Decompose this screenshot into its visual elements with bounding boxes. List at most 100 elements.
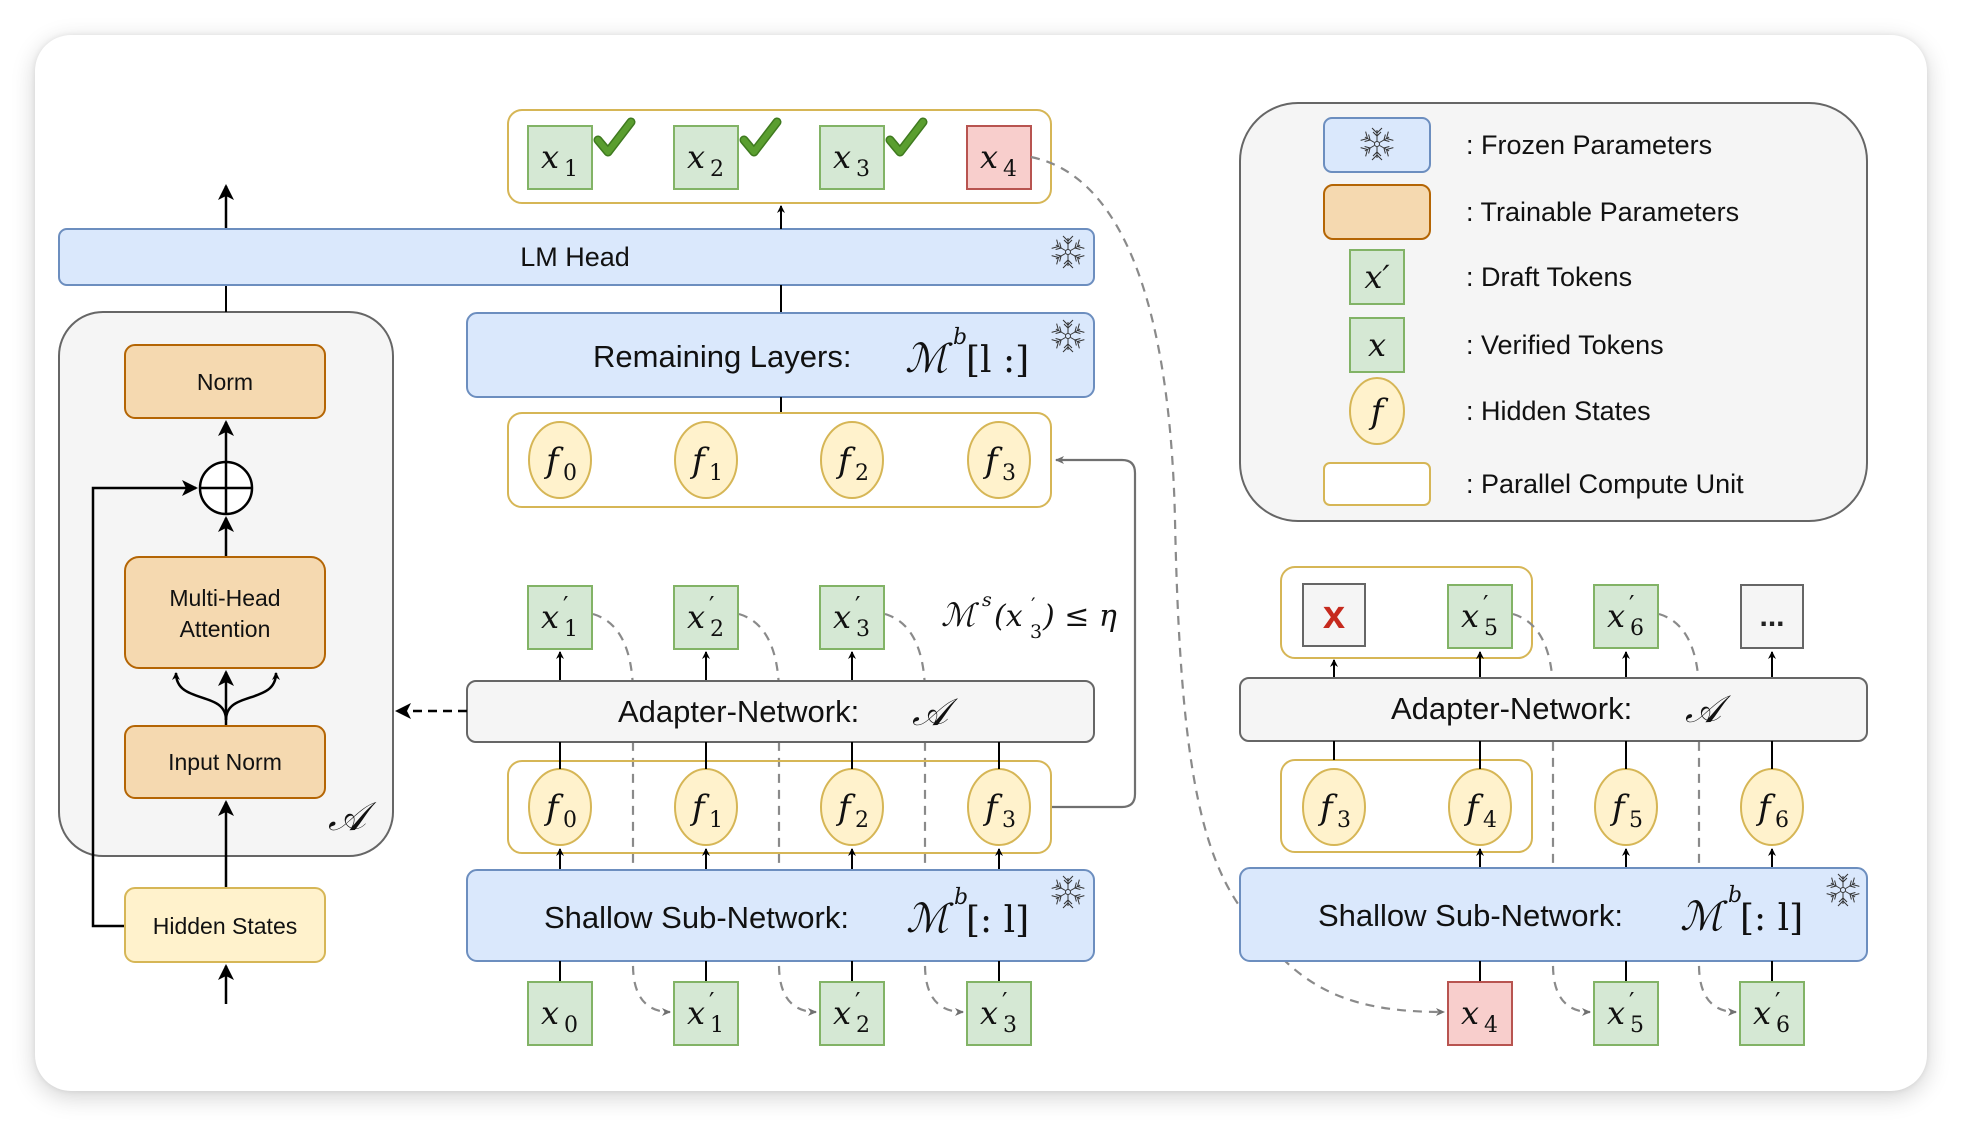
legend-label: : Hidden States xyxy=(1466,396,1651,426)
legend-item: x′: Draft Tokens xyxy=(1349,249,1632,305)
svg-text:′: ′ xyxy=(1031,593,1036,617)
rejected-slot: x xyxy=(1302,583,1366,647)
svg-text:b: b xyxy=(1728,883,1742,908)
token-subscript: 2 xyxy=(710,617,724,642)
draft-token: x′3 xyxy=(819,585,885,650)
legend-item: : Trainable Parameters xyxy=(1323,184,1739,240)
token-subscript: 2 xyxy=(856,1013,870,1038)
mha-label-2: Attention xyxy=(180,616,271,642)
draft-input-token: x′6 xyxy=(1739,981,1805,1046)
svg-text:1: 1 xyxy=(709,808,723,833)
svg-text:3: 3 xyxy=(1030,621,1042,643)
svg-text:(x: (x xyxy=(994,599,1023,634)
token-subscript: 1 xyxy=(564,617,578,642)
token-symbol: x xyxy=(980,994,998,1032)
svg-text:[l :]: [l :] xyxy=(966,340,1029,381)
checkmark-icon xyxy=(593,117,636,157)
legend-label: : Parallel Compute Unit xyxy=(1466,469,1744,499)
rejected-token-resample-path xyxy=(1030,155,1445,1016)
svg-text:5: 5 xyxy=(1629,808,1643,833)
legend-label: : Verified Tokens xyxy=(1466,330,1664,360)
right-shallow-sub-network-box: Shallow Sub-Network: ℳ b [: l] xyxy=(1239,867,1868,962)
legend-label: : Draft Tokens xyxy=(1466,262,1632,292)
draft-token: x′6 xyxy=(1593,584,1659,649)
draft-feedback-path xyxy=(592,612,671,1016)
token-symbol: x xyxy=(833,598,851,636)
svg-text:′: ′ xyxy=(563,592,568,620)
shallow-sub-network-box: Shallow Sub-Network: ℳ b [: l] xyxy=(466,869,1095,962)
draft-token: x′5 xyxy=(1447,584,1513,649)
token-symbol: x xyxy=(541,598,559,636)
input-norm-box: Input Norm xyxy=(124,725,326,799)
svg-text:4: 4 xyxy=(1483,808,1497,833)
token-symbol: x xyxy=(980,138,998,176)
adapter-network-box: Adapter-Network: 𝒜 xyxy=(466,680,1095,743)
qkv-fork-arrows xyxy=(172,670,280,726)
norm-label: Norm xyxy=(197,369,253,395)
token-subscript: 6 xyxy=(1630,616,1644,641)
svg-text:′: ′ xyxy=(855,988,860,1016)
legend-label: : Trainable Parameters xyxy=(1466,197,1739,227)
svg-text:1: 1 xyxy=(709,461,723,486)
svg-text:b: b xyxy=(954,885,968,910)
svg-text:3: 3 xyxy=(1002,461,1016,486)
svg-text:[: l]: [: l] xyxy=(1740,898,1803,939)
hidden-states-label: Hidden States xyxy=(153,913,297,939)
token-subscript: 6 xyxy=(1776,1013,1790,1038)
input-norm-label: Input Norm xyxy=(168,749,282,775)
token-symbol: x xyxy=(833,138,851,176)
svg-text:ℳ: ℳ xyxy=(941,596,980,634)
token-subscript: 3 xyxy=(856,617,870,642)
svg-text:x: x xyxy=(1368,326,1386,364)
token-symbol: x xyxy=(1753,994,1771,1032)
legend-item: f: Hidden States xyxy=(1349,377,1651,445)
svg-text:0: 0 xyxy=(563,808,577,833)
right-hidden-parallel-unit xyxy=(1280,759,1533,853)
legend-label: : Frozen Parameters xyxy=(1466,130,1712,160)
adapter-label: Adapter-Network: xyxy=(618,694,859,729)
lm-head-box: LM Head xyxy=(58,228,1095,286)
token-symbol: x xyxy=(687,598,705,636)
norm-box: Norm xyxy=(124,344,326,419)
svg-text:ℳ: ℳ xyxy=(906,896,954,942)
residual-connection xyxy=(91,480,198,928)
lm-head-label: LM Head xyxy=(520,242,630,272)
svg-text:′: ′ xyxy=(1629,988,1634,1016)
token-subscript: 2 xyxy=(710,157,724,182)
threshold-condition: ℳ s (x ′ 3 ) ≤ η xyxy=(941,589,1117,643)
draft-feedback-path xyxy=(1512,612,1591,1016)
checkmark-icon xyxy=(885,117,928,157)
remaining-layers-box: Remaining Layers: ℳ b [l :] xyxy=(466,312,1095,398)
hidden-states-box: Hidden States xyxy=(124,887,326,963)
token-symbol: x xyxy=(541,994,559,1032)
checkmark-icon xyxy=(739,117,782,157)
svg-text:′: ′ xyxy=(709,988,714,1016)
svg-text:ℳ: ℳ xyxy=(1680,894,1728,940)
draft-input-token: x′2 xyxy=(819,981,885,1046)
remaining-layers-formula: ℳ xyxy=(905,336,953,382)
svg-text:s: s xyxy=(982,589,992,611)
token-subscript: 3 xyxy=(856,157,870,182)
token-symbol: x xyxy=(687,138,705,176)
token-symbol: x xyxy=(1607,994,1625,1032)
legend-item: x : Verified Tokens xyxy=(1349,317,1664,373)
mha-label-1: Multi-Head xyxy=(169,585,280,611)
hidden-parallel-unit-lower xyxy=(507,760,1052,854)
